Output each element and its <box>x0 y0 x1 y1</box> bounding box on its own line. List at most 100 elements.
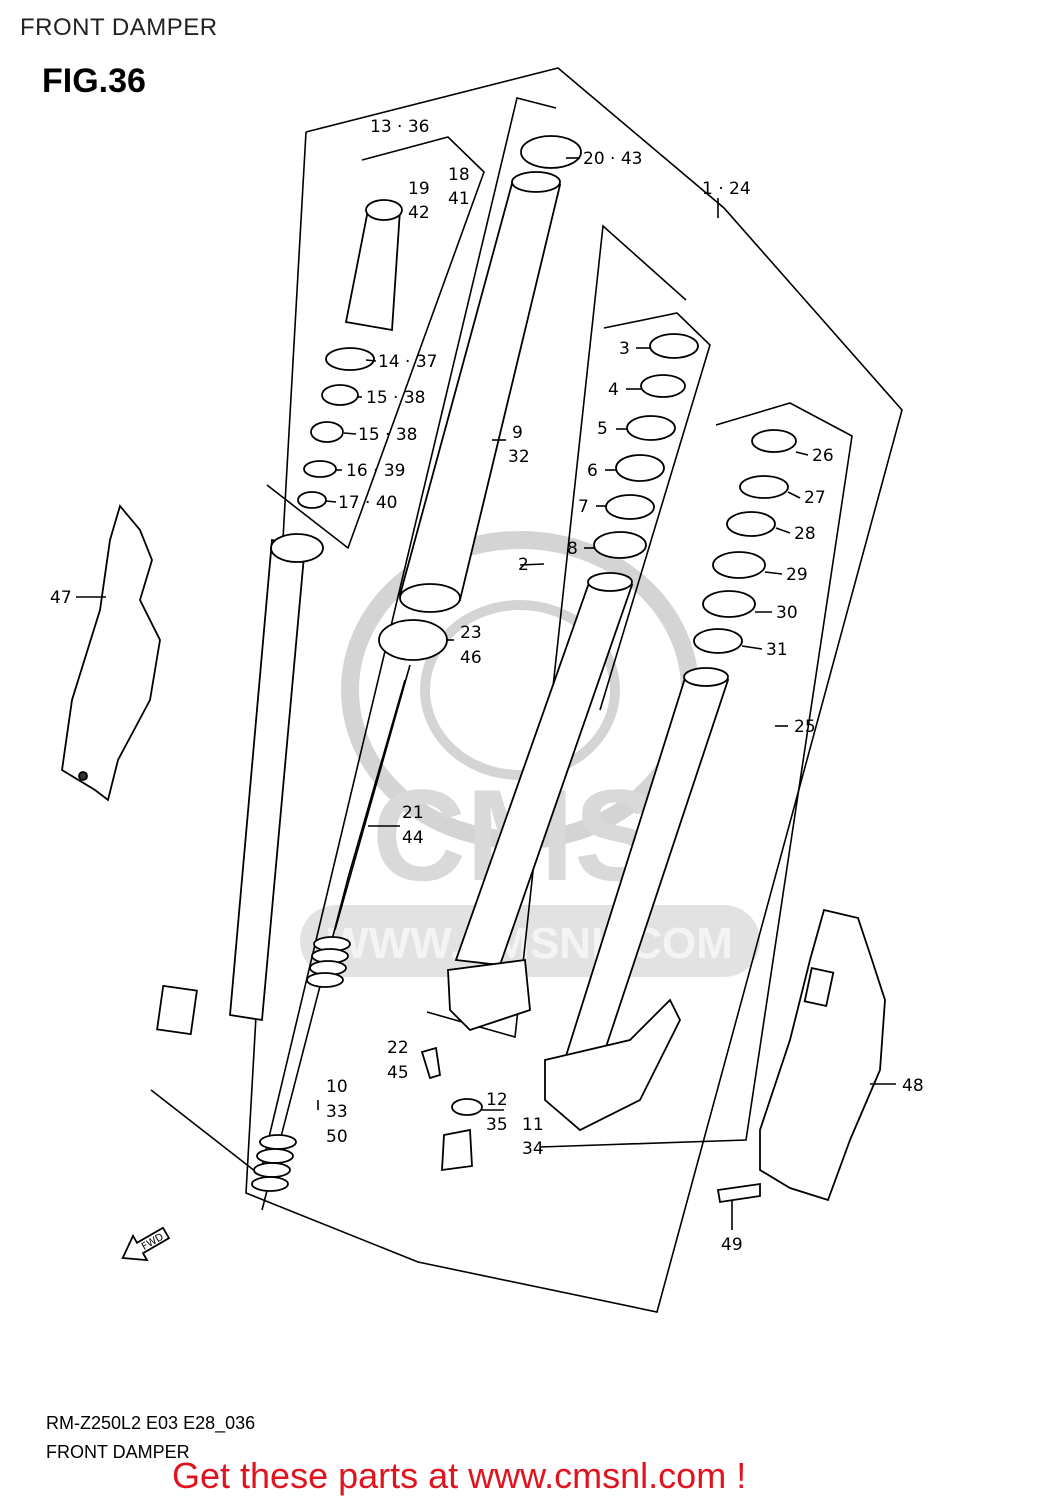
callout-25: 25 <box>794 717 816 737</box>
watermark-url: WWW.CMSNL.COM <box>327 919 733 968</box>
callout-33: 33 <box>326 1102 348 1122</box>
callout-34: 34 <box>522 1139 544 1159</box>
callout-26: 26 <box>812 446 834 466</box>
callout-10: 10 <box>326 1077 348 1097</box>
callout-45: 45 <box>387 1063 409 1083</box>
oring-12 <box>451 1098 483 1116</box>
cartridge-top-nut <box>270 533 324 563</box>
bolt-49 <box>716 1182 761 1204</box>
spring-outline <box>261 679 406 1211</box>
leader-lines <box>76 157 896 1230</box>
callout-18: 18 <box>448 165 470 185</box>
ring-16 <box>303 460 337 478</box>
callout-46: 46 <box>460 648 482 668</box>
callout-21: 21 <box>402 803 424 823</box>
callout-4: 4 <box>608 380 619 400</box>
callout-27: 27 <box>804 488 826 508</box>
ring-15b <box>310 421 344 443</box>
callout-28: 28 <box>794 524 816 544</box>
oring-20 <box>520 135 582 169</box>
base-valve-11 <box>441 1128 473 1172</box>
washer-28 <box>726 511 776 537</box>
watermark-inner-ring <box>420 600 620 780</box>
washer-5 <box>626 415 676 441</box>
clip-30 <box>702 590 756 618</box>
bushing-26 <box>751 429 797 453</box>
oring-23 <box>378 619 448 661</box>
bushing-27 <box>739 475 789 499</box>
fork-guard-left <box>61 504 161 802</box>
inner-tube-top <box>511 171 561 193</box>
bushing-3 <box>649 333 699 359</box>
callout-29: 29 <box>786 565 808 585</box>
callout-22: 22 <box>387 1038 409 1058</box>
cartridge-outline <box>266 136 485 550</box>
ring-15a <box>321 384 359 406</box>
callout-17-40: 17 · 40 <box>338 493 397 513</box>
cartridge-piston <box>156 984 198 1036</box>
clip-7 <box>605 494 655 520</box>
inner-tube-bottom <box>399 583 461 613</box>
rod-21 <box>334 664 411 931</box>
callout-7: 7 <box>578 497 589 517</box>
callout-13-36: 13 · 36 <box>370 117 429 137</box>
spring-upper <box>306 936 351 988</box>
seal-29 <box>712 551 766 579</box>
cartridge-rod <box>229 538 306 1022</box>
callout-47: 47 <box>50 588 72 608</box>
callout-41: 41 <box>448 189 470 209</box>
model-code: RM-Z250L2 E03 E28_036 <box>46 1413 256 1433</box>
figure-label: FIG.36 <box>42 62 146 100</box>
assembly-outline-1 <box>245 67 903 1313</box>
callout-15-38-a: 15 · 38 <box>366 388 425 408</box>
guard-label-plate <box>803 967 835 1007</box>
outer-tube-25-top <box>683 667 729 687</box>
callout-6: 6 <box>587 461 598 481</box>
callout-44: 44 <box>402 828 424 848</box>
axle-holder-left <box>447 958 531 1032</box>
ring-14 <box>325 347 375 371</box>
outer-tube-outline <box>539 402 853 1148</box>
callout-12: 12 <box>486 1090 508 1110</box>
buy-parts-link[interactable]: Get these parts at www.cmsnl.com ! <box>172 1455 747 1496</box>
callout-42: 42 <box>408 203 430 223</box>
bushing-4 <box>640 374 686 398</box>
fwd-arrow-icon: FWD <box>121 1226 171 1262</box>
callout-32: 32 <box>508 447 530 467</box>
page-title: FRONT DAMPER <box>20 14 218 41</box>
callout-1-24: 1 · 24 <box>702 179 751 199</box>
callout-3: 3 <box>619 339 630 359</box>
callout-31: 31 <box>766 640 788 660</box>
dust-seal-31 <box>693 628 743 654</box>
spring-lower <box>251 1134 297 1192</box>
callout-8: 8 <box>567 539 578 559</box>
callout-49: 49 <box>721 1235 743 1255</box>
outer-tube-2-top <box>587 572 633 592</box>
callout-16-39: 16 · 39 <box>346 461 405 481</box>
ring-17 <box>297 491 327 509</box>
callout-15-38-b: 15 · 38 <box>358 425 417 445</box>
callout-23: 23 <box>460 623 482 643</box>
fork-guard-right <box>759 908 886 1202</box>
callout-9: 9 <box>512 423 523 443</box>
seal-6 <box>615 454 665 482</box>
callout-35: 35 <box>486 1115 508 1135</box>
damper-top-cap <box>365 199 403 221</box>
dust-seal-8 <box>593 531 647 559</box>
callout-50: 50 <box>326 1127 348 1147</box>
callout-5: 5 <box>597 419 608 439</box>
seal-kit-outline <box>599 312 711 711</box>
callout-20-43: 20 · 43 <box>583 149 642 169</box>
guard-bolt-hole <box>78 771 88 781</box>
damper-top-assembly <box>344 209 401 332</box>
callout-2: 2 <box>518 555 529 575</box>
diagram-name: FRONT DAMPER <box>46 1442 190 1462</box>
callout-19: 19 <box>408 179 430 199</box>
callout-30: 30 <box>776 603 798 623</box>
axle-holder-right <box>544 998 682 1132</box>
callout-48: 48 <box>902 1076 924 1096</box>
callout-11: 11 <box>522 1115 544 1135</box>
bolt-22 <box>420 1046 442 1080</box>
callout-14-37: 14 · 37 <box>378 352 437 372</box>
